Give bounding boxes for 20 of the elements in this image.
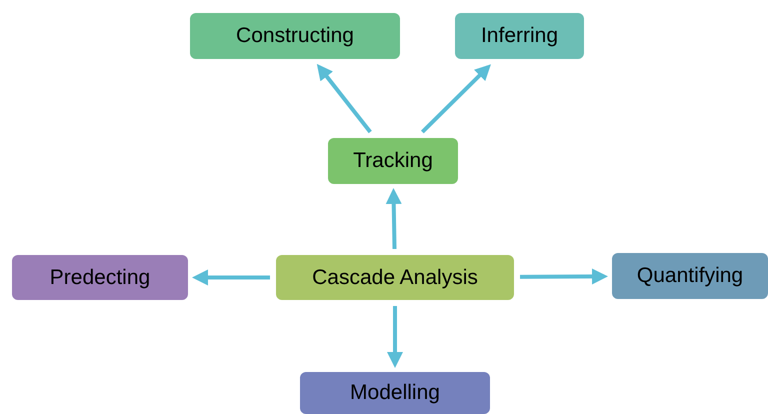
arrow: [386, 188, 402, 250]
process-box: [455, 13, 584, 59]
box-label: Tracking: [353, 148, 433, 174]
arrow: [192, 270, 270, 286]
box-label: Cascade Analysis: [312, 264, 478, 291]
box-label: Predecting: [50, 264, 150, 291]
arrow: [387, 306, 403, 368]
box-label: Inferring: [480, 23, 558, 50]
box-label: Quantifying: [636, 263, 744, 290]
arrow: [520, 268, 608, 284]
process-box: [300, 372, 490, 414]
arrow: [420, 64, 491, 134]
process-box: [190, 13, 400, 59]
process-box: [12, 255, 188, 300]
process-box: [612, 253, 768, 299]
process-box: [276, 255, 514, 300]
process-box: [328, 138, 458, 184]
box-label: Modelling: [350, 380, 440, 406]
arrow: [316, 64, 372, 134]
box-label: Constructing: [236, 23, 354, 50]
